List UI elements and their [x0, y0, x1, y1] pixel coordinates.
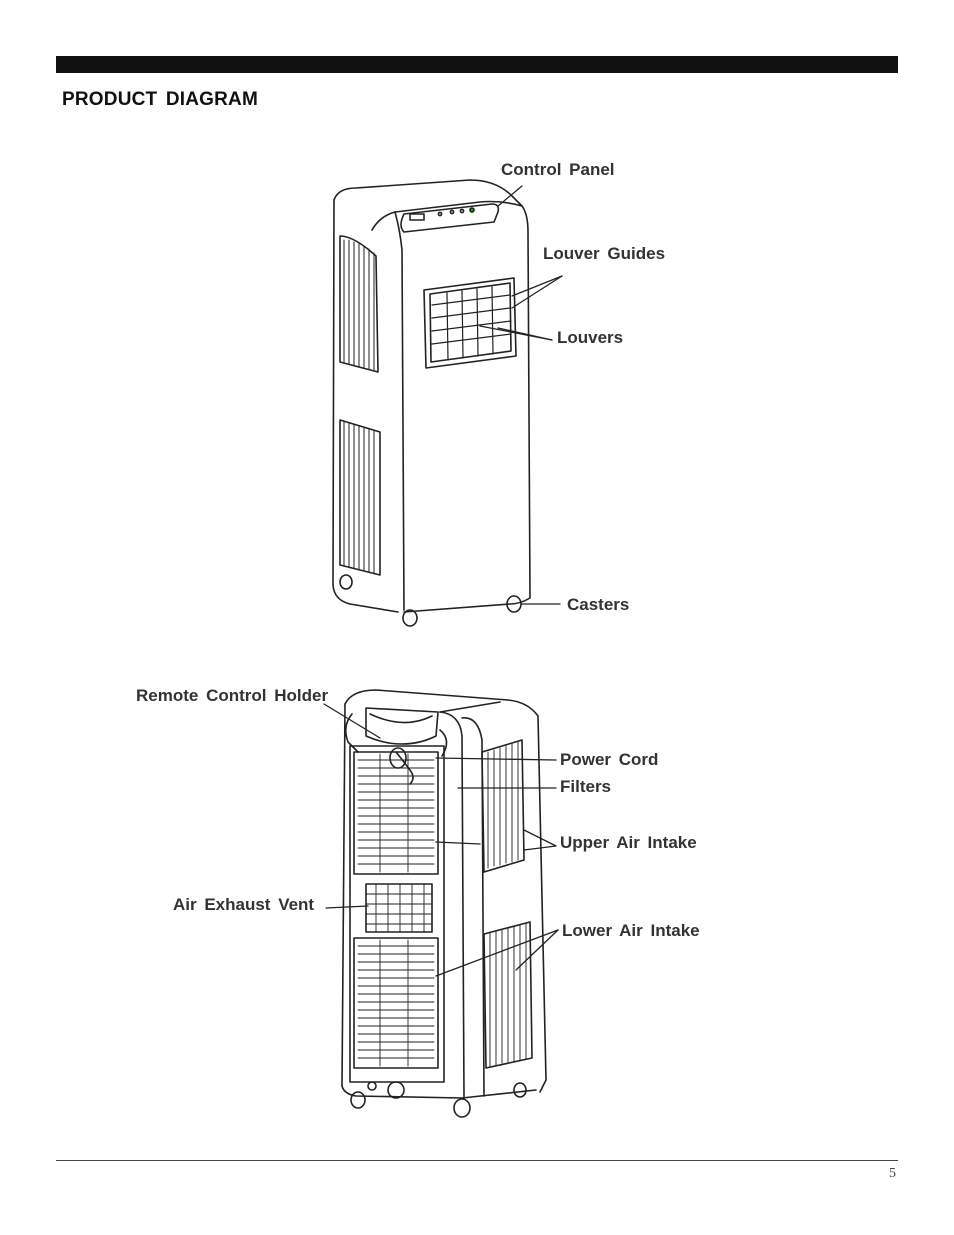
label-filters: Filters [560, 777, 612, 796]
label-power-cord: Power Cord [560, 750, 659, 769]
rear-view-drawing [323, 689, 559, 1118]
label-louver-guides: Louver Guides [543, 244, 666, 263]
label-remote-control-holder: Remote Control Holder [136, 686, 329, 705]
label-louvers: Louvers [557, 328, 624, 347]
footer-rule [56, 1160, 898, 1161]
page-title: PRODUCT DIAGRAM [62, 89, 258, 110]
label-lower-air-intake: Lower Air Intake [562, 921, 700, 940]
control-panel-shape [400, 203, 500, 233]
label-casters: Casters [567, 595, 630, 614]
label-control-panel: Control Panel [501, 160, 615, 179]
label-air-exhaust-vent: Air Exhaust Vent [173, 895, 315, 914]
front-view-drawing [332, 179, 563, 627]
header-bar [56, 56, 898, 73]
page-number: 5 [889, 1166, 896, 1181]
label-upper-air-intake: Upper Air Intake [560, 833, 697, 852]
